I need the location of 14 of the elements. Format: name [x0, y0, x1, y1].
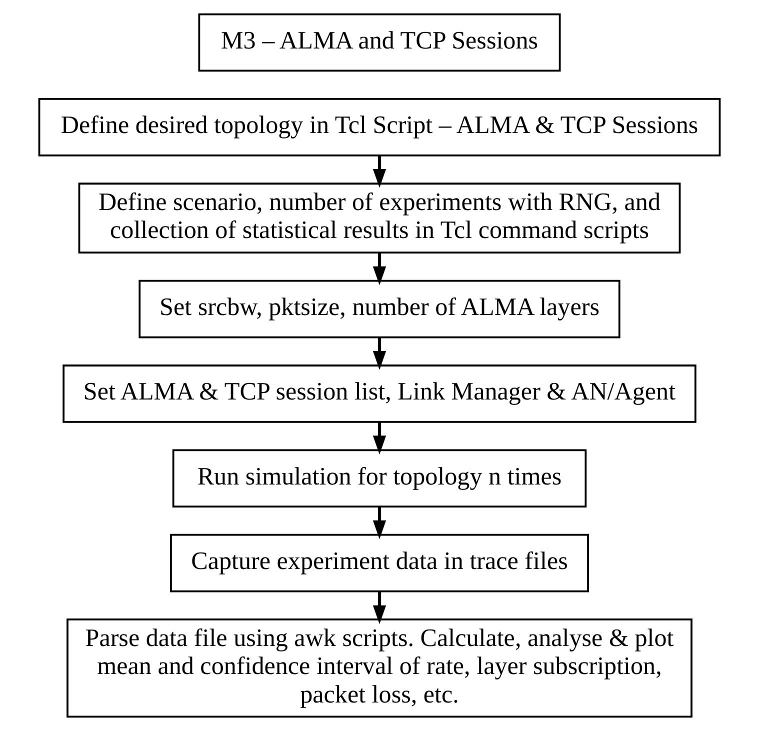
- arrow: [372, 337, 386, 370]
- node-box: Define desired topology in Tcl Script – ALMA & TCP Sessions: [38, 98, 721, 156]
- node-box: Set ALMA & TCP session list, Link Manager & AN/Agent: [62, 364, 696, 423]
- arrow: [372, 591, 386, 624]
- arrow: [372, 156, 386, 188]
- node-box: Run simulation for topology n times: [172, 449, 587, 508]
- arrow: [372, 506, 386, 540]
- node-box: Capture experiment data in trace files: [170, 534, 589, 592]
- node-box: Define scenario, number of experiments with RNG, and collection of statistical results in Tcl command scripts: [78, 182, 681, 254]
- arrow: [372, 422, 386, 455]
- node-box: Parse data file using awk scripts. Calculate, analyse & plot mean and confidence interval of rate, layer subscription, packet loss, etc.: [66, 618, 692, 718]
- node-box: Set srcbw, pktsize, number of ALMA layers: [138, 280, 620, 338]
- arrow: [372, 252, 386, 286]
- node-box: M3 – ALMA and TCP Sessions: [198, 13, 561, 72]
